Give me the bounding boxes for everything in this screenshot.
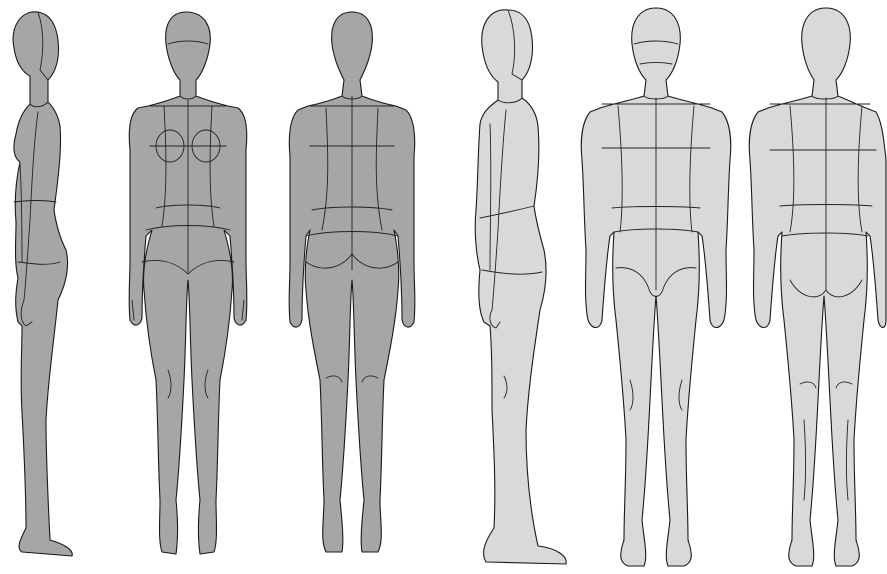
male-front-figure bbox=[581, 8, 730, 566]
female-side-body bbox=[13, 12, 72, 556]
female-front-figure bbox=[129, 12, 247, 554]
male-side-body bbox=[475, 10, 566, 564]
male-back-figure bbox=[749, 8, 886, 566]
male-side-figure bbox=[475, 10, 566, 564]
female-back-body bbox=[289, 12, 415, 552]
male-back-body bbox=[749, 8, 886, 566]
female-back-figure bbox=[289, 12, 415, 552]
female-side-figure bbox=[13, 12, 72, 556]
female-front-body bbox=[129, 12, 247, 554]
